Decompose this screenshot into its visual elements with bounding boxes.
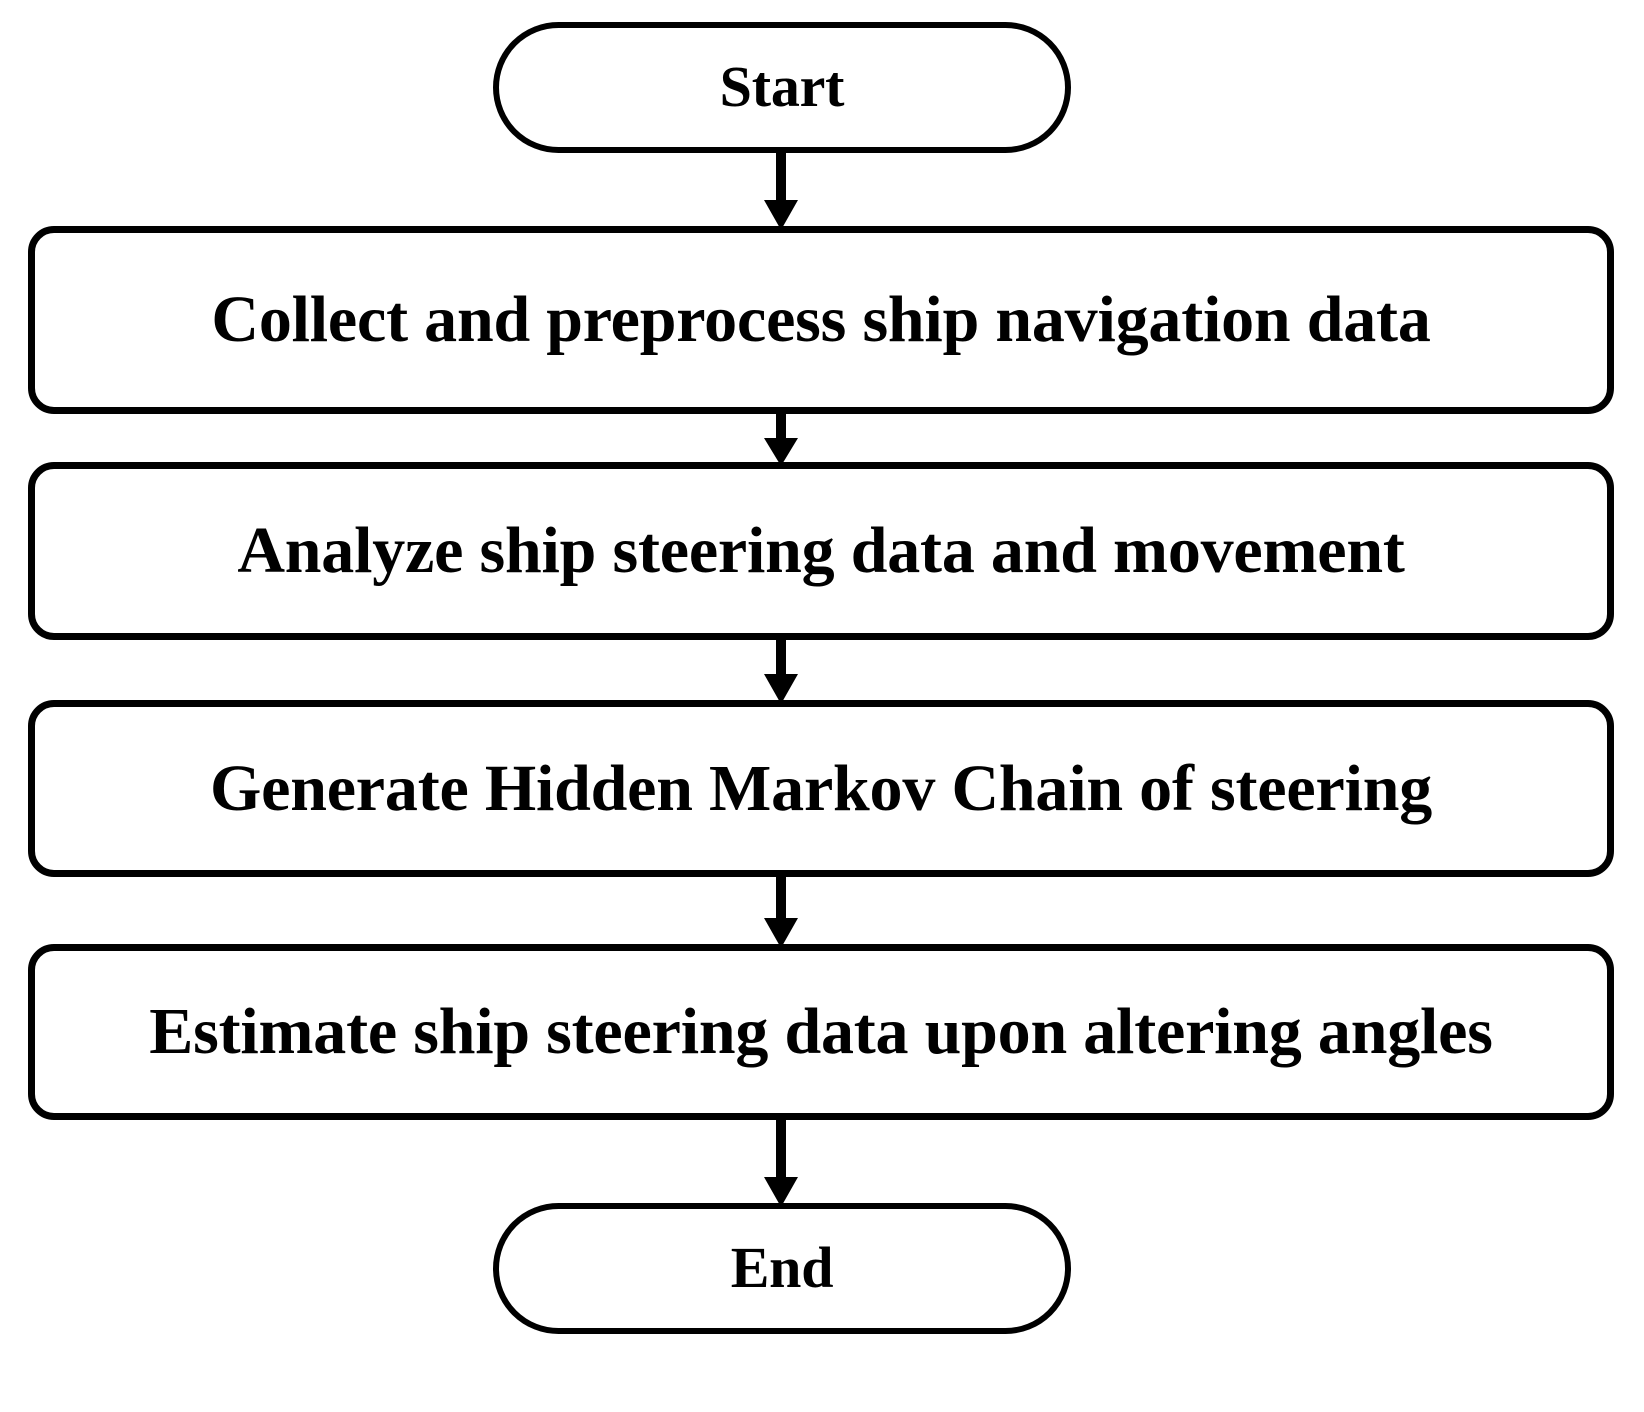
node-generate-markov-chain-label: Generate Hidden Markov Chain of steering [209, 751, 1433, 825]
node-generate-markov-chain[interactable]: Generate Hidden Markov Chain of steering [28, 700, 1614, 877]
node-start-label: Start [719, 54, 845, 120]
down-arrow-icon [764, 1116, 798, 1207]
node-analyze-steering-label: Analyze ship steering data and movement [237, 514, 1405, 588]
node-collect-preprocess[interactable]: Collect and preprocess ship navigation d… [28, 226, 1614, 414]
node-analyze-steering[interactable]: Analyze ship steering data and movement [28, 462, 1614, 640]
down-arrow-icon [764, 873, 798, 948]
down-arrow-icon [764, 636, 798, 704]
node-estimate-altering-angles[interactable]: Estimate ship steering data upon alterin… [28, 944, 1614, 1120]
down-arrow-icon [764, 150, 798, 230]
node-collect-preprocess-label: Collect and preprocess ship navigation d… [211, 283, 1431, 357]
node-start[interactable]: Start [493, 22, 1071, 153]
node-end[interactable]: End [493, 1203, 1071, 1334]
node-estimate-altering-angles-label: Estimate ship steering data upon alterin… [149, 995, 1493, 1069]
node-end-label: End [730, 1235, 834, 1301]
down-arrow-icon [764, 410, 798, 466]
